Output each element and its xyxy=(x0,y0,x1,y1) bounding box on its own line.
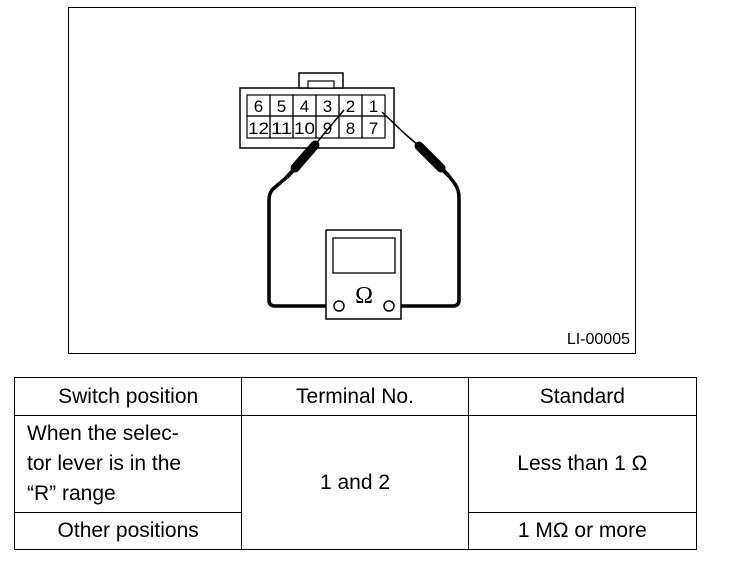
terminal-1: 1 xyxy=(369,97,378,116)
terminal-7: 7 xyxy=(369,119,378,138)
table-row: When the selec- tor lever is in the “R” … xyxy=(13,415,698,550)
diagram-canvas: 6 5 4 3 2 1 12 11 10 9 8 7 xyxy=(239,72,461,320)
table-header-row: Switch position Terminal No. Standard xyxy=(13,377,698,416)
spec-table: Switch position Terminal No. Standard Wh… xyxy=(13,377,698,550)
terminal-4: 4 xyxy=(300,97,309,116)
terminal-2: 2 xyxy=(346,97,355,116)
terminal-10: 10 xyxy=(294,119,315,138)
connector: 6 5 4 3 2 1 12 11 10 9 8 7 xyxy=(239,72,395,149)
cell-position-r-range: When the selec- tor lever is in the “R” … xyxy=(13,415,243,513)
header-switch-position: Switch position xyxy=(13,377,243,416)
wiring-diagram: 6 5 4 3 2 1 12 11 10 9 8 7 xyxy=(68,7,636,354)
header-standard: Standard xyxy=(467,377,698,416)
left-test-probe xyxy=(285,109,345,179)
terminal-6: 6 xyxy=(254,97,263,116)
table-row: Other positions 1 MΩ or more xyxy=(13,512,698,550)
right-lead-wire xyxy=(395,174,461,308)
position-r-range-text: When the selec- tor lever is in the “R” … xyxy=(27,422,182,505)
right-test-probe xyxy=(381,111,451,178)
terminal-8: 8 xyxy=(346,119,355,138)
ohm-symbol: Ω xyxy=(355,283,373,309)
cell-standard-other: 1 MΩ or more xyxy=(467,512,698,550)
cell-standard-r-range: Less than 1 Ω xyxy=(467,415,698,513)
header-terminal-no: Terminal No. xyxy=(241,377,469,416)
figure-id: LI-00005 xyxy=(566,331,630,348)
ohmmeter: Ω xyxy=(325,229,402,320)
left-lead-wire xyxy=(267,175,331,308)
cell-terminal: 1 and 2 xyxy=(241,415,469,550)
cell-position-other: Other positions xyxy=(13,512,243,550)
terminal-5: 5 xyxy=(277,97,286,116)
terminal-12: 12 xyxy=(248,119,269,138)
terminal-11: 11 xyxy=(271,119,292,138)
terminal-3: 3 xyxy=(323,97,332,116)
